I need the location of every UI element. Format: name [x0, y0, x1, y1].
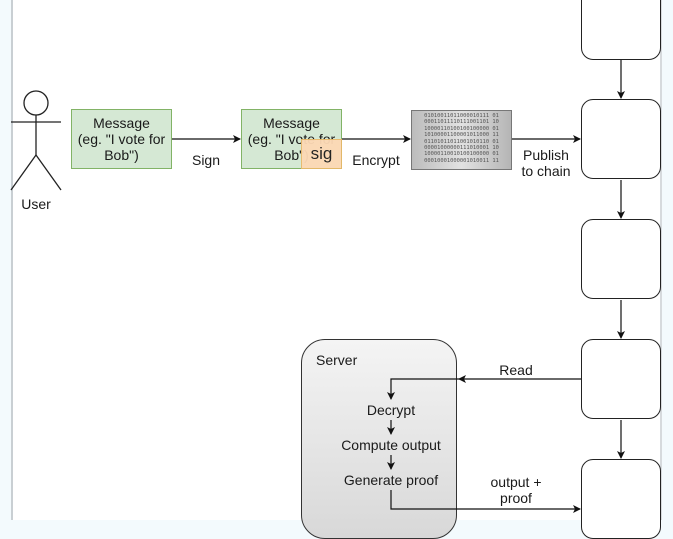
message-line-2: (eg. "I vote for	[77, 131, 166, 147]
publish-label: Publish to chain	[514, 147, 578, 179]
read-to-decrypt-arrow[interactable]	[387, 378, 459, 400]
message-line-3: Bob")	[104, 147, 139, 163]
chain-block[interactable]	[581, 99, 661, 179]
server-step-compute-output: Compute output	[341, 437, 441, 453]
chain-block[interactable]	[581, 339, 661, 419]
binary-row: 00011011110111001101 10	[424, 119, 499, 126]
binary-row: 01101011011001010110 01	[424, 138, 499, 145]
signature-box[interactable]: sig	[301, 139, 342, 169]
signed-message-line-3: Bob")	[274, 147, 309, 163]
output-proof-label-line-2: proof	[500, 490, 532, 506]
binary-row: 10000110010100100000 01	[424, 151, 499, 158]
chain-block[interactable]	[581, 0, 661, 60]
binary-row: 00001000000111010001 10	[424, 145, 499, 152]
user-actor-icon[interactable]	[10, 90, 62, 191]
read-label: Read	[499, 362, 533, 378]
binary-row: 00010001000001010011 11	[424, 157, 499, 164]
encrypt-label: Encrypt	[352, 152, 400, 168]
output-proof-label-line-1: output +	[490, 474, 542, 490]
message-line-1: Message	[93, 115, 150, 131]
server-container[interactable]	[301, 339, 457, 539]
server-connectors-layer	[387, 375, 581, 513]
encrypted-data-image[interactable]: 01010011011000010111 01 0001101111011100…	[411, 110, 512, 170]
sign-label: Sign	[191, 152, 221, 168]
user-label: User	[21, 196, 51, 212]
output-proof-label: output + proof	[484, 474, 548, 506]
message-box[interactable]: Message (eg. "I vote for Bob")	[71, 109, 172, 169]
output-proof-arrow[interactable]	[390, 490, 581, 513]
publish-label-line-1: Publish	[523, 147, 569, 163]
signed-message-line-1: Message	[263, 115, 320, 131]
binary-row: 01010011011000010111 01	[424, 113, 499, 119]
binary-row: 10000110100100100000 01	[424, 125, 499, 132]
publish-label-line-2: to chain	[521, 163, 571, 179]
chain-block[interactable]	[581, 219, 661, 299]
server-step-generate-proof: Generate proof	[343, 472, 439, 488]
server-step-decrypt: Decrypt	[366, 402, 416, 418]
connectors-layer	[10, 60, 625, 459]
binary-row: 10100001100001011000 11	[424, 132, 499, 139]
server-title: Server	[316, 352, 358, 368]
